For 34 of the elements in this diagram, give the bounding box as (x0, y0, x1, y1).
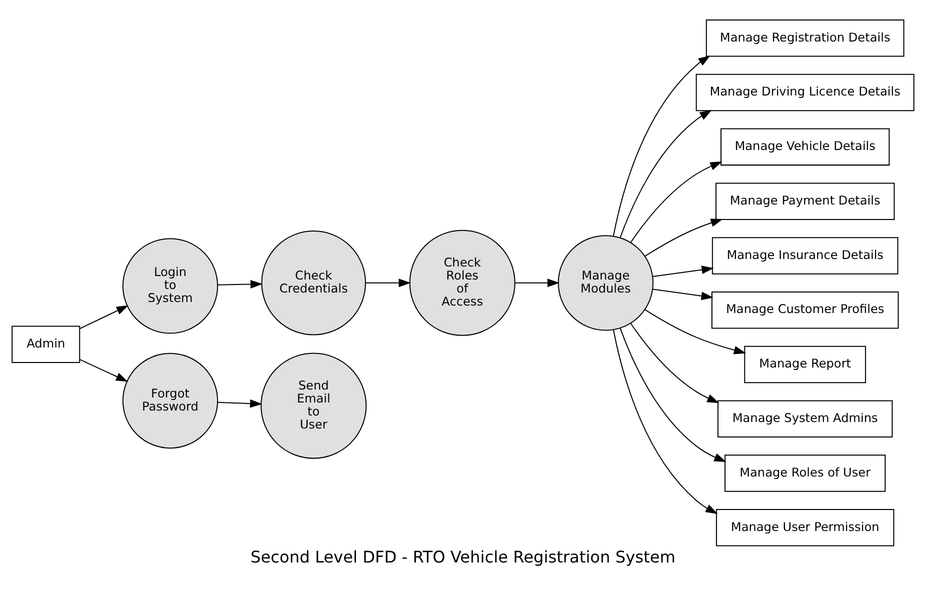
node-box: Manage Vehicle Details (720, 128, 890, 166)
arrow (620, 328, 726, 462)
arrow (218, 399, 262, 408)
node-box: Manage Registration Details (706, 20, 904, 57)
node-circle: Send Email to User (260, 352, 367, 459)
arrow (652, 266, 714, 278)
node-box: Manage Roles of User (724, 454, 886, 492)
node-box: Manage Insurance Details (712, 237, 898, 274)
node-box: Admin (12, 326, 80, 363)
arrow (630, 162, 722, 243)
node-box: Manage Customer Profiles (711, 291, 899, 329)
arrow (79, 305, 128, 330)
arrow (652, 288, 714, 300)
arrow (612, 330, 718, 514)
node-box: Manage Driving Licence Details (696, 74, 914, 112)
node-circle: Forgot Password (122, 352, 218, 449)
node-circle: Login to System (122, 238, 218, 334)
arrow (630, 323, 720, 404)
arrow (620, 110, 712, 238)
node-box: Manage Report (744, 346, 866, 384)
arrow (218, 280, 263, 288)
arrow (366, 278, 411, 288)
node-circle: Manage Modules (558, 235, 654, 331)
node-circle: Check Credentials (261, 230, 366, 336)
arrow (644, 309, 746, 354)
arrow (644, 218, 723, 257)
diagram-title: Second Level DFD - RTO Vehicle Registration System (250, 548, 676, 567)
arrow (612, 55, 710, 236)
node-box: Manage User Permission (716, 509, 894, 546)
node-box: Manage Payment Details (715, 182, 895, 220)
arrow (515, 278, 560, 288)
arrow (79, 359, 128, 382)
node-circle: Check Roles of Access (409, 230, 516, 336)
node-box: Manage System Admins (717, 400, 893, 438)
